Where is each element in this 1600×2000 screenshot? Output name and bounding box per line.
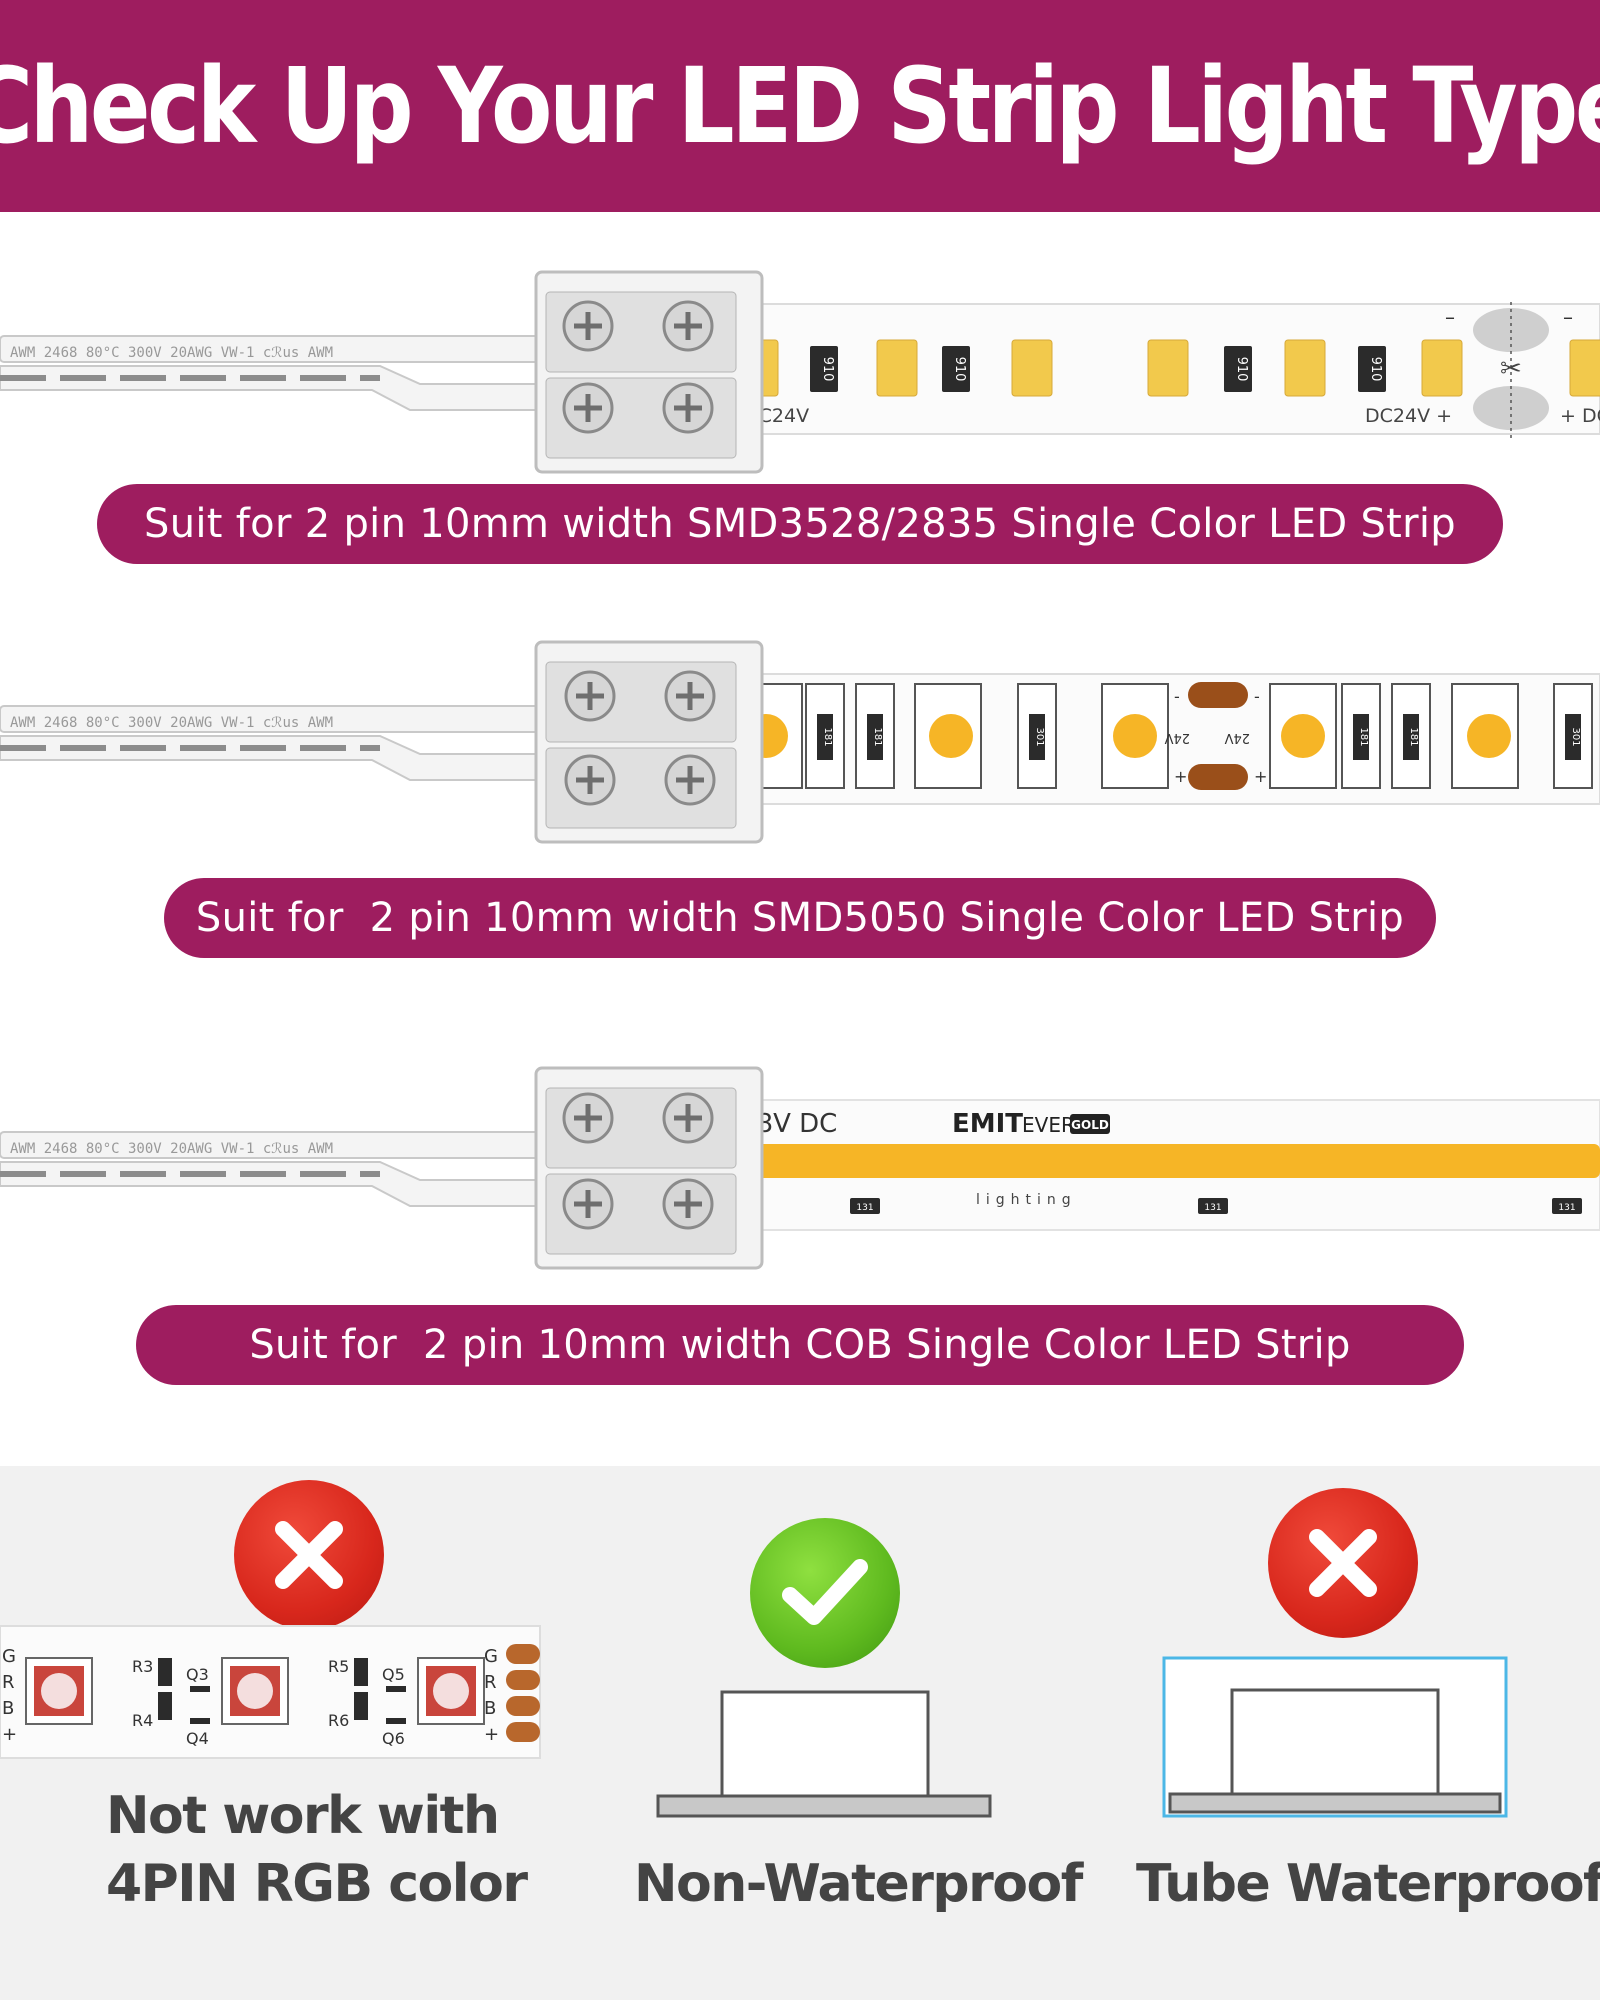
scissors-icon: ✂ <box>1500 354 1522 384</box>
pin-label: + <box>484 1724 499 1745</box>
resistor-label: 301 <box>1034 727 1045 746</box>
resistor-label: 910 <box>1234 357 1249 382</box>
rgb-strip-illustration: G R B + R3 R4 Q3 Q4 R5 R6 <box>0 1625 541 1759</box>
strip-label-smd3528: Suit for 2 pin 10mm width SMD3528/2835 S… <box>97 484 1503 564</box>
wire-print: AWM 2468 80°C 300V 20AWG VW-1 cℛus AWM <box>10 715 333 731</box>
voltage-label: DC24V + <box>1365 405 1452 427</box>
screw-icon <box>562 1178 614 1230</box>
brand-badge: GOLD <box>1071 1118 1109 1132</box>
strip-section-smd5050: AWM 2468 80°C 300V 20AWG VW-1 cℛus AWM <box>0 632 1600 852</box>
plus-mark: + <box>1174 767 1187 786</box>
strip-label-smd5050: Suit for 2 pin 10mm width SMD5050 Single… <box>164 878 1436 958</box>
screw-icon <box>564 754 616 806</box>
component-ref: Q3 <box>186 1665 209 1684</box>
component-ref: Q5 <box>382 1665 405 1684</box>
resistors: 131 131 131 <box>850 1198 1582 1214</box>
component-ref: Q4 <box>186 1729 209 1748</box>
resistor-label: 131 <box>856 1203 873 1213</box>
component-ref: R6 <box>328 1711 349 1730</box>
cut-pads: ✂ – – <box>1445 302 1573 438</box>
component-ref: R4 <box>132 1711 153 1730</box>
voltage-label: 24V <box>1164 730 1190 745</box>
connector-clip <box>534 640 764 844</box>
strip-illustration-cob: AWM 2468 80°C 300V 20AWG VW-1 cℛus AWM 4… <box>0 1066 1600 1270</box>
screw-icon <box>564 670 616 722</box>
resistor-label: 181 <box>822 727 833 746</box>
pin-label: B <box>484 1698 496 1719</box>
non-waterproof-illustration <box>656 1690 992 1818</box>
brand-logo: EMIT EVER GOLD lighting <box>952 1109 1110 1208</box>
resistor-label: 131 <box>1558 1203 1575 1213</box>
compatibility-panel: G R B + R3 R4 Q3 Q4 R5 R6 <box>0 1466 1600 2000</box>
plus-mark: + <box>1254 767 1267 786</box>
screw-icon <box>664 670 716 722</box>
minus-mark: – <box>1563 305 1573 329</box>
rgb-solder-pads <box>506 1644 540 1742</box>
screw-icon <box>562 1092 614 1144</box>
wire-print: AWM 2468 80°C 300V 20AWG VW-1 cℛus AWM <box>10 1141 333 1157</box>
screw-icon <box>662 382 714 434</box>
strip-illustration-smd5050: AWM 2468 80°C 300V 20AWG VW-1 cℛus AWM <box>0 640 1600 844</box>
screw-icon <box>662 1092 714 1144</box>
resistor-label: 910 <box>820 357 835 382</box>
strip-section-smd3528: AWM 2468 80°C 300V 20AWG VW-1 cℛus AWM 9… <box>0 262 1600 482</box>
pin-label: + <box>2 1724 17 1745</box>
brand-name: EMIT <box>952 1109 1023 1139</box>
connector-clip <box>534 1066 764 1270</box>
header-banner: Check Up Your LED Strip Light Type <box>0 0 1600 212</box>
resistors: 910 910 910 910 <box>810 346 1386 392</box>
strip-label-cob: Suit for 2 pin 10mm width COB Single Col… <box>136 1305 1464 1385</box>
screw-icon <box>662 1178 714 1230</box>
x-icon <box>234 1480 384 1630</box>
minus-mark: – <box>1445 305 1455 329</box>
pin-label: R <box>2 1672 15 1693</box>
minus-mark: - <box>1254 687 1260 706</box>
resistor-label: 301 <box>1570 727 1581 746</box>
wire-pair: AWM 2468 80°C 300V 20AWG VW-1 cℛus AWM <box>0 705 561 781</box>
component-ref: R3 <box>132 1657 153 1676</box>
resistor-label: 910 <box>1368 357 1383 382</box>
voltage-label: + DC <box>1560 405 1600 427</box>
caption-rgb-line1: Not work with <box>106 1786 500 1846</box>
resistors <box>158 1658 406 1724</box>
cob-light-band <box>730 1144 1600 1178</box>
caption-tube-waterproof: Tube Waterproof <box>1136 1854 1600 1914</box>
component-ref: R5 <box>328 1657 349 1676</box>
pin-label: B <box>2 1698 14 1719</box>
screw-icon <box>664 754 716 806</box>
strip-section-cob: AWM 2468 80°C 300V 20AWG VW-1 cℛus AWM 4… <box>0 1058 1600 1278</box>
wire-pair: AWM 2468 80°C 300V 20AWG VW-1 cℛus AWM <box>0 335 561 411</box>
rgb-led-chips <box>25 1657 485 1725</box>
tube-waterproof-illustration <box>1162 1656 1508 1818</box>
brand-tagline: lighting <box>976 1192 1077 1208</box>
cut-pads: + + - - 24V 24V <box>1164 682 1267 790</box>
resistor-label: 181 <box>1358 727 1369 746</box>
voltage-label: 24V <box>1224 730 1250 745</box>
wire-pair: AWM 2468 80°C 300V 20AWG VW-1 cℛus AWM <box>0 1131 561 1207</box>
strip-illustration-smd3528: AWM 2468 80°C 300V 20AWG VW-1 cℛus AWM 9… <box>0 270 1600 474</box>
led-chips <box>739 683 1519 789</box>
wire-print: AWM 2468 80°C 300V 20AWG VW-1 cℛus AWM <box>10 345 333 361</box>
pin-label: G <box>2 1646 16 1667</box>
minus-mark: - <box>1174 687 1180 706</box>
screw-icon <box>562 300 614 352</box>
pin-label: R <box>484 1672 497 1693</box>
caption-non-waterproof: Non-Waterproof <box>634 1854 1083 1914</box>
x-icon <box>1268 1488 1418 1638</box>
resistor-label: 181 <box>1408 727 1419 746</box>
check-icon <box>750 1518 900 1668</box>
pin-label: G <box>484 1646 498 1667</box>
component-ref: Q6 <box>382 1729 405 1748</box>
connector-clip <box>534 270 764 474</box>
led-chips <box>737 339 1600 397</box>
resistor-label: 131 <box>1204 1203 1221 1213</box>
page-title: Check Up Your LED Strip Light Type <box>0 45 1600 167</box>
resistor-label: 181 <box>872 727 883 746</box>
screw-icon <box>662 300 714 352</box>
brand-name-sub: EVER <box>1022 1113 1075 1137</box>
caption-rgb-line2: 4PIN RGB color <box>106 1854 528 1914</box>
resistors: 181 181 301 181 181 301 <box>805 683 1593 789</box>
resistor-label: 910 <box>952 357 967 382</box>
screw-icon <box>562 382 614 434</box>
